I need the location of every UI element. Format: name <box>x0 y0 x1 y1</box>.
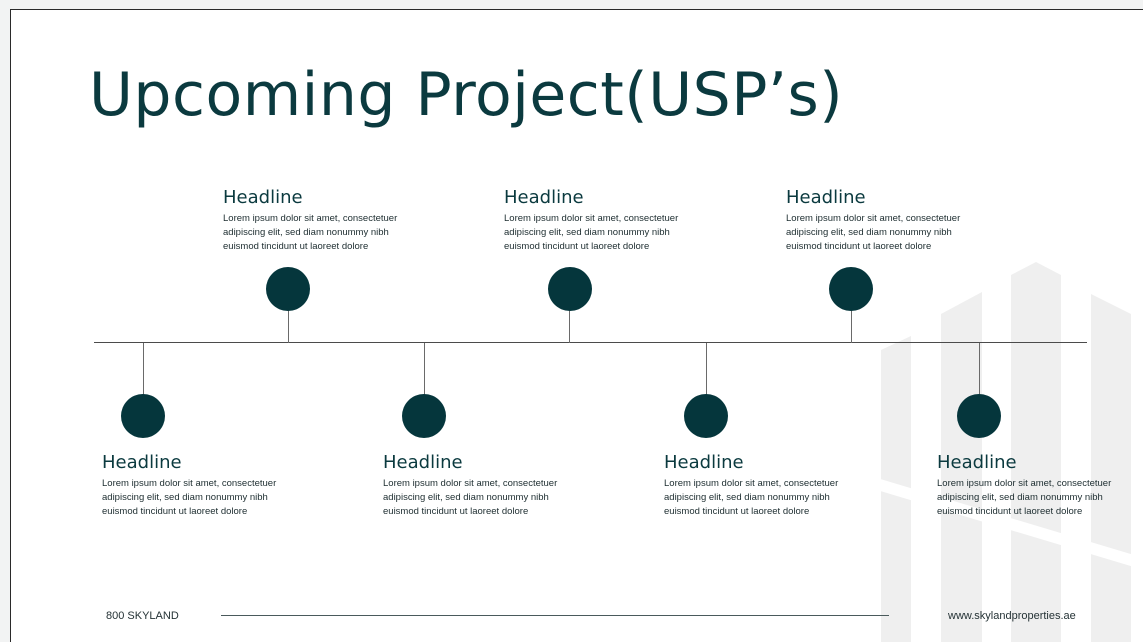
timeline-item: Headline Lorem ipsum dolor sit amet, con… <box>664 452 864 519</box>
timeline-item: Headline Lorem ipsum dolor sit amet, con… <box>786 187 986 254</box>
footer-divider <box>221 615 889 616</box>
timeline-item: Headline Lorem ipsum dolor sit amet, con… <box>102 452 302 519</box>
timeline-marker <box>121 394 165 438</box>
timeline-marker <box>829 267 873 311</box>
timeline-connector <box>143 343 144 395</box>
item-headline: Headline <box>664 452 744 473</box>
timeline-axis <box>94 342 1087 343</box>
timeline-connector <box>288 310 289 343</box>
timeline-marker <box>684 394 728 438</box>
item-body: Lorem ipsum dolor sit amet, consectetuer… <box>937 478 1112 517</box>
timeline-connector <box>424 343 425 395</box>
timeline-item: Headline Lorem ipsum dolor sit amet, con… <box>937 452 1137 519</box>
item-headline: Headline <box>223 187 303 208</box>
item-headline: Headline <box>383 452 463 473</box>
item-headline: Headline <box>937 452 1017 473</box>
item-body: Lorem ipsum dolor sit amet, consectetuer… <box>102 478 277 517</box>
timeline-item: Headline Lorem ipsum dolor sit amet, con… <box>504 187 704 254</box>
timeline-connector <box>569 310 570 343</box>
timeline-connector <box>706 343 707 395</box>
timeline-item: Headline Lorem ipsum dolor sit amet, con… <box>383 452 583 519</box>
item-body: Lorem ipsum dolor sit amet, consectetuer… <box>383 478 558 517</box>
timeline-connector <box>979 343 980 395</box>
item-body: Lorem ipsum dolor sit amet, consectetuer… <box>664 478 839 517</box>
timeline-marker <box>957 394 1001 438</box>
footer-phone: 800 SKYLAND <box>106 610 179 622</box>
item-headline: Headline <box>786 187 866 208</box>
building-watermark <box>877 262 1143 642</box>
timeline-marker <box>266 267 310 311</box>
timeline-connector <box>851 310 852 343</box>
timeline-item: Headline Lorem ipsum dolor sit amet, con… <box>223 187 423 254</box>
item-body: Lorem ipsum dolor sit amet, consectetuer… <box>786 213 961 252</box>
timeline-marker <box>402 394 446 438</box>
item-body: Lorem ipsum dolor sit amet, consectetuer… <box>504 213 679 252</box>
item-headline: Headline <box>102 452 182 473</box>
timeline-marker <box>548 267 592 311</box>
slide: Upcoming Project(USP’s) Headline Lorem i… <box>10 9 1143 642</box>
footer-website: www.skylandproperties.ae <box>948 610 1076 622</box>
item-headline: Headline <box>504 187 584 208</box>
page-title: Upcoming Project(USP’s) <box>89 60 844 130</box>
item-body: Lorem ipsum dolor sit amet, consectetuer… <box>223 213 398 252</box>
